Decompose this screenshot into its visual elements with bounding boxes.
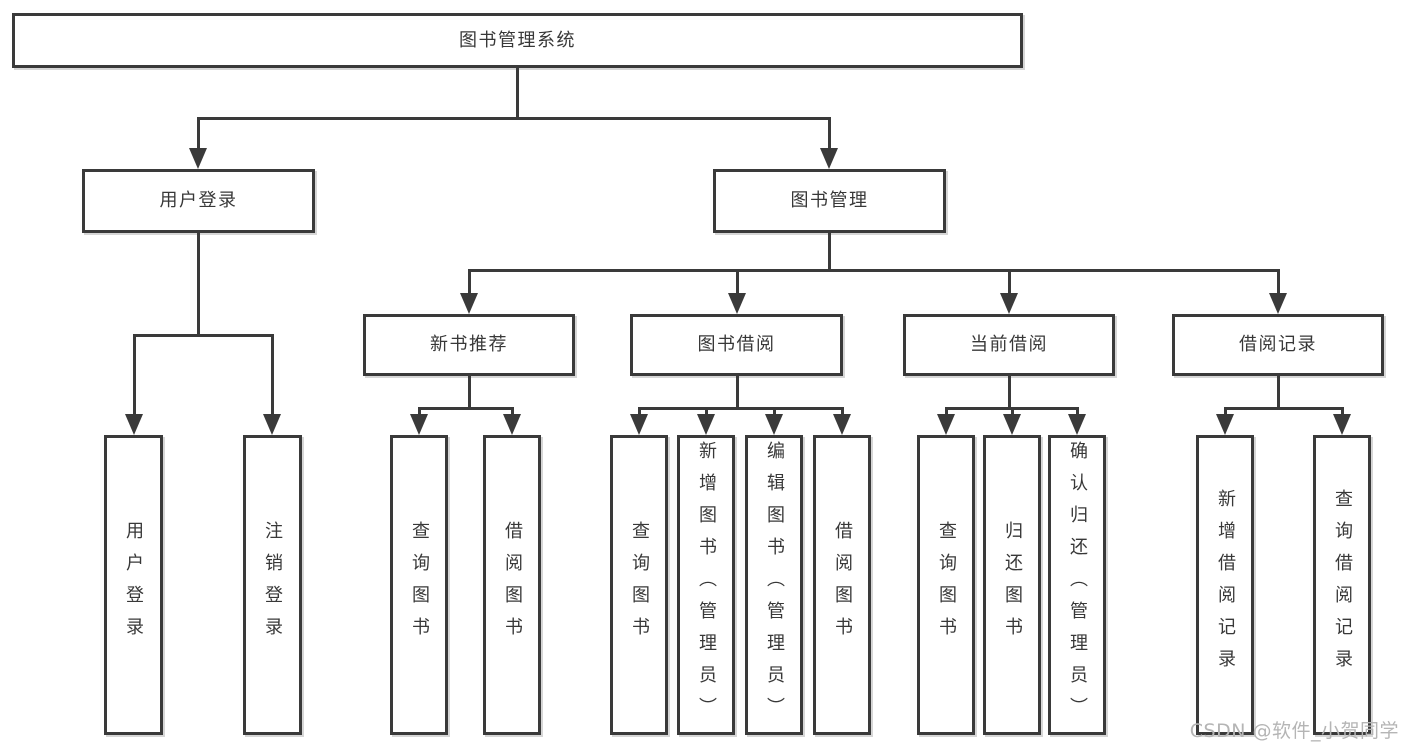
arrowhead-down-icon bbox=[630, 414, 648, 435]
leaf-query-books-borrow: 查询图书 bbox=[610, 435, 668, 735]
arrowhead-down-icon bbox=[503, 414, 521, 435]
connector-line bbox=[417, 406, 514, 410]
connector-line bbox=[196, 233, 200, 335]
leaf-return-books: 归还图书 bbox=[983, 435, 1041, 735]
connector-line bbox=[196, 116, 831, 120]
connector-line bbox=[1010, 408, 1014, 416]
arrowhead-down-icon bbox=[1068, 414, 1086, 435]
arrowhead-down-icon bbox=[937, 414, 955, 435]
arrowhead-down-icon bbox=[1269, 293, 1287, 314]
connector-line bbox=[1007, 270, 1011, 294]
connector-line bbox=[1276, 376, 1280, 408]
connector-line bbox=[840, 408, 844, 416]
arrowhead-down-icon bbox=[189, 148, 207, 169]
connector-line bbox=[772, 408, 776, 416]
connector-line bbox=[1223, 406, 1344, 410]
arrowhead-down-icon bbox=[697, 414, 715, 435]
arrowhead-down-icon bbox=[1003, 414, 1021, 435]
arrowhead-down-icon bbox=[460, 293, 478, 314]
connector-line bbox=[637, 406, 844, 410]
leaf-query-borrow-record: 查询借阅记录 bbox=[1313, 435, 1371, 735]
arrowhead-down-icon bbox=[1333, 414, 1351, 435]
connector-line bbox=[132, 333, 274, 337]
node-book-borrow: 图书借阅 bbox=[630, 314, 843, 376]
node-root: 图书管理系统 bbox=[12, 13, 1023, 68]
leaf-query-books-current: 查询图书 bbox=[917, 435, 975, 735]
node-current-borrow: 当前借阅 bbox=[903, 314, 1115, 376]
connector-line bbox=[467, 376, 471, 408]
arrowhead-down-icon bbox=[1000, 293, 1018, 314]
arrowhead-down-icon bbox=[263, 414, 281, 435]
connector-line bbox=[1340, 408, 1344, 416]
connector-line bbox=[467, 268, 1280, 272]
watermark: CSDN @软件_小贺同学 bbox=[1189, 720, 1399, 742]
connector-line bbox=[196, 118, 200, 149]
leaf-edit-books-admin: 编辑图书（管理员） bbox=[745, 435, 803, 735]
leaf-user-login: 用户登录 bbox=[104, 435, 163, 735]
node-book-management: 图书管理 bbox=[713, 169, 946, 233]
connector-line bbox=[132, 335, 136, 415]
connector-line bbox=[944, 408, 948, 416]
leaf-add-borrow-record: 新增借阅记录 bbox=[1196, 435, 1254, 735]
connector-line bbox=[510, 408, 514, 416]
arrowhead-down-icon bbox=[820, 148, 838, 169]
arrowhead-down-icon bbox=[1216, 414, 1234, 435]
node-borrow-records: 借阅记录 bbox=[1172, 314, 1384, 376]
connector-line bbox=[270, 335, 274, 415]
connector-line bbox=[1223, 408, 1227, 416]
leaf-borrow-books-recommend: 借阅图书 bbox=[483, 435, 541, 735]
arrowhead-down-icon bbox=[410, 414, 428, 435]
leaf-logout: 注销登录 bbox=[243, 435, 302, 735]
connector-line bbox=[467, 270, 471, 294]
node-user-login: 用户登录 bbox=[82, 169, 315, 233]
connector-line bbox=[637, 408, 641, 416]
connector-line bbox=[1075, 408, 1079, 416]
connector-line bbox=[515, 68, 519, 118]
connector-line bbox=[1276, 270, 1280, 294]
leaf-borrow-books: 借阅图书 bbox=[813, 435, 871, 735]
leaf-query-books-recommend: 查询图书 bbox=[390, 435, 448, 735]
connector-line bbox=[417, 408, 421, 416]
arrowhead-down-icon bbox=[833, 414, 851, 435]
connector-line bbox=[704, 408, 708, 416]
leaf-confirm-return-admin: 确认归还（管理员） bbox=[1048, 435, 1106, 735]
node-new-book-recommend: 新书推荐 bbox=[363, 314, 575, 376]
arrowhead-down-icon bbox=[765, 414, 783, 435]
connector-line bbox=[827, 118, 831, 149]
connector-line bbox=[1007, 376, 1011, 408]
connector-line bbox=[735, 270, 739, 294]
connector-line bbox=[735, 376, 739, 408]
arrowhead-down-icon bbox=[728, 293, 746, 314]
arrowhead-down-icon bbox=[125, 414, 143, 435]
leaf-add-books-admin: 新增图书（管理员） bbox=[677, 435, 735, 735]
connector-line bbox=[827, 233, 831, 270]
